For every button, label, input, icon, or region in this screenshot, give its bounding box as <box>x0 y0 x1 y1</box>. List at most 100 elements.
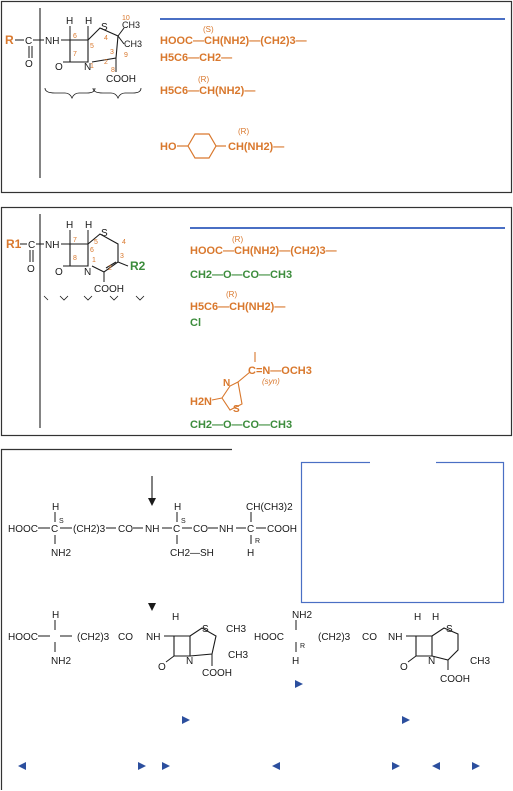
cephalosporin-substituents: (R) HOOC—CH(NH2)—(CH2)3— CH2—O—CO—CH3 (R… <box>190 235 337 431</box>
carboxyl: COOH <box>106 74 136 85</box>
brace-right <box>92 87 142 100</box>
stereo-label: R <box>255 538 260 545</box>
thiazole-s: S <box>233 404 240 415</box>
locant: 3 <box>110 49 114 56</box>
hooc: HOOC <box>8 524 38 535</box>
panel-frame <box>0 448 232 790</box>
stereo-label: R <box>300 643 305 650</box>
chain: (CH2)3 <box>318 632 351 643</box>
amide-nh: NH <box>145 524 159 535</box>
carbonyl-carbon: C <box>28 240 35 251</box>
cys-carbon: C <box>173 524 180 535</box>
locant: 4 <box>104 35 108 42</box>
arrow-right-icon <box>402 716 410 724</box>
carbonyl-oxygen: O <box>27 264 35 275</box>
lactam-oxygen: O <box>55 267 63 278</box>
h-5: H <box>85 16 92 27</box>
lactam-nitrogen: N <box>84 267 91 278</box>
amino: NH2 <box>51 656 71 667</box>
h-7: H <box>66 220 73 231</box>
panel-penicillins: R C O NH O N S H H CH3 CH3 <box>0 0 513 194</box>
thio-sulfur: S <box>101 228 108 239</box>
stereo-label: (R) <box>232 235 243 244</box>
sulfur: S <box>202 624 209 635</box>
methyl: CH3 <box>226 624 246 635</box>
aminothiazole-oxime: C=N—OCH3 (syn) N S H2N <box>190 352 312 415</box>
hydroxy-label: HO <box>160 141 177 153</box>
methyl-bottom: CH3 <box>124 39 142 49</box>
arrow-right-icon <box>182 716 190 724</box>
methoxyimino: C=N—OCH3 <box>248 365 312 377</box>
h: H <box>172 612 179 623</box>
locant: 10 <box>122 15 130 22</box>
cephem-core: R1 C O NH O N S H H R2 COOH 7 <box>6 220 146 301</box>
amide-nh: NH <box>45 36 59 47</box>
substituent-2: CH2—O—CO—CH3 <box>190 269 292 281</box>
stereo-label: (R) <box>198 75 209 84</box>
substituent-1: HOOC—CH(NH2)—(CH2)3— <box>190 245 337 257</box>
stereo-label: S <box>59 518 64 525</box>
process-arrows <box>18 680 480 770</box>
panel-frame <box>0 206 513 437</box>
chain: (CH2)3 <box>73 524 106 535</box>
h: H <box>414 612 421 623</box>
stereo-label: (S) <box>203 25 214 34</box>
locant: 8 <box>73 255 77 262</box>
isopropyl: CH(CH3)2 <box>246 502 293 513</box>
carboxyl: COOH <box>94 284 124 295</box>
locant: 7 <box>73 237 77 244</box>
locant: 1 <box>92 257 96 264</box>
substituent-4: Cl <box>190 317 201 329</box>
val-carbon: C <box>247 524 254 535</box>
arrow-down-icon <box>148 498 156 506</box>
r1-group-label: R1 <box>6 237 22 251</box>
substituent-3: H5C6—CH(NH2)— <box>190 301 285 313</box>
cooh: COOH <box>267 524 297 535</box>
substituent-3: H5C6—CH(NH2)— <box>160 85 255 97</box>
arrow-right-icon <box>162 762 170 770</box>
h-6: H <box>66 16 73 27</box>
h: H <box>292 656 299 667</box>
stereo-label: (R) <box>238 127 249 136</box>
h: H <box>247 548 254 559</box>
locant: 7 <box>73 51 77 58</box>
intermediates: HOOC H NH2 (CH2)3 CO NH H S CH3 CH3 N O … <box>8 610 490 685</box>
locant: 4 <box>122 239 126 246</box>
chain: (CH2)3 <box>77 632 110 643</box>
cooh: COOH <box>440 674 470 685</box>
carbonyl: CO <box>362 632 377 643</box>
sulfur: S <box>446 624 453 635</box>
stereo-label: S <box>181 518 186 525</box>
locant: 1 <box>90 63 94 70</box>
substituent-acetoxymethyl: CH2—O—CO—CH3 <box>190 419 292 431</box>
amide-nh: NH <box>146 632 160 643</box>
locant: 6 <box>90 247 94 254</box>
panel-biosynthesis: HOOC C H NH2 S (CH2)3 CO NH C H CH2—SH S… <box>0 448 505 790</box>
panel-frame <box>0 0 513 194</box>
alpha-carbon: C <box>51 524 58 535</box>
nitrogen: N <box>186 656 193 667</box>
thiazole-ring <box>221 381 243 411</box>
oxygen: O <box>158 662 166 673</box>
lactam-nitrogen: N <box>84 62 91 73</box>
locant: 5 <box>90 43 94 50</box>
oxygen: O <box>400 662 408 673</box>
locant: 2 <box>108 265 112 272</box>
brace-marks <box>43 295 145 301</box>
arrow-right-icon <box>138 762 146 770</box>
methyl: CH3 <box>470 656 490 667</box>
hooc: HOOC <box>8 632 38 643</box>
h: H <box>174 502 181 513</box>
cooh: COOH <box>202 668 232 679</box>
amide-nh: NH <box>388 632 402 643</box>
acv-tripeptide: HOOC C H NH2 S (CH2)3 CO NH C H CH2—SH S… <box>8 502 297 559</box>
substituent-4: HO (R) CH(NH2)— <box>160 127 284 159</box>
penam-core: R C O NH O N S H H CH3 CH3 <box>5 15 142 100</box>
amino-label: H2N <box>190 396 212 408</box>
locant: 2 <box>104 59 108 66</box>
thiazole-n: N <box>223 378 230 389</box>
amino: NH2 <box>292 610 312 621</box>
h: H <box>432 612 439 623</box>
lactam-oxygen: O <box>55 62 63 73</box>
